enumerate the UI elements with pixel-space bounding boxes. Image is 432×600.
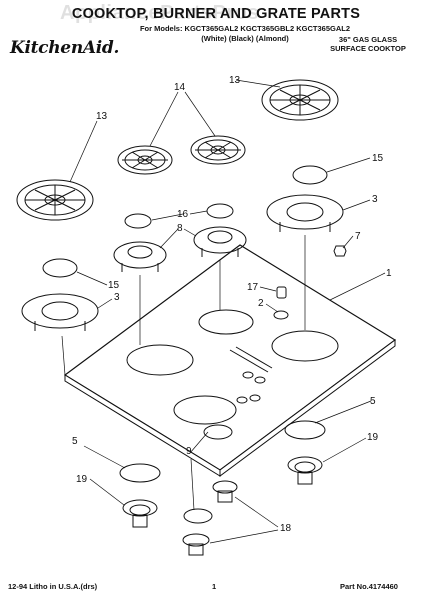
callout-3-left: 3 — [114, 292, 120, 303]
callout-17: 17 — [247, 282, 259, 293]
grommet-2 — [273, 310, 289, 320]
hex-fastener — [333, 245, 347, 257]
cooktop-glass-panel — [63, 244, 397, 477]
colors-line: (White) (Black) (Almond) — [201, 34, 289, 43]
orifice-left — [122, 499, 158, 528]
burner-base-right — [266, 194, 344, 232]
footer-part-number: Part No.4174460 — [340, 582, 398, 591]
ring-center-top — [203, 424, 233, 440]
product-line-1: 36" GAS GLASS — [338, 35, 398, 44]
ring-center-bottom — [183, 508, 213, 524]
grate-left — [16, 179, 94, 221]
grate-small-right — [190, 135, 246, 165]
callout-2: 2 — [258, 298, 264, 309]
orifice-right — [287, 456, 323, 485]
callout-5-left: 5 — [72, 436, 78, 447]
callout-13-right: 13 — [229, 75, 241, 86]
callout-8: 8 — [177, 223, 183, 234]
callout-13-left: 13 — [96, 111, 108, 122]
orifice-center-bottom — [182, 533, 210, 556]
callout-1: 1 — [386, 268, 392, 279]
burner-cap-left — [42, 258, 78, 278]
ring-left — [119, 463, 161, 483]
grate-small-left — [117, 145, 173, 175]
product-line-2: SURFACE COOKTOP — [330, 44, 406, 53]
burner-cap-right — [292, 165, 328, 185]
callout-14: 14 — [174, 82, 186, 93]
callout-7: 7 — [355, 231, 361, 242]
callout-3-right: 3 — [372, 194, 378, 205]
page-title: COOKTOP, BURNER AND GRATE PARTS — [71, 6, 361, 22]
burner-base-small-right — [193, 226, 247, 257]
callout-9: 9 — [186, 446, 192, 457]
ring-right — [284, 420, 326, 440]
footer-litho: 12-94 Litho in U.S.A.(drs) — [8, 582, 98, 591]
footer-page-number: 1 — [212, 582, 217, 591]
brand-logo: KitchenAid. — [10, 38, 120, 58]
burner-cap-small-right — [206, 203, 234, 219]
callout-5-right: 5 — [370, 396, 376, 407]
models-line: For Models: KGCT365GAL2 KGCT365GBL2 KGCT… — [139, 24, 351, 33]
callout-18: 18 — [280, 523, 292, 534]
electrode-17 — [276, 286, 287, 299]
callout-15-left: 15 — [108, 280, 120, 291]
callout-19-right: 19 — [367, 432, 379, 443]
watermark: AppliancePartsPros — [60, 2, 260, 24]
callout-19-left: 19 — [76, 474, 88, 485]
burner-cap-small-left — [124, 213, 152, 229]
callout-16: 16 — [177, 209, 189, 220]
burner-base-left — [21, 293, 99, 331]
orifice-center-top — [212, 480, 238, 503]
product-description: 36" GAS GLASS SURFACE COOKTOP — [318, 35, 418, 53]
burner-base-small-left — [113, 241, 167, 272]
grate-right — [261, 79, 339, 121]
callout-15-right: 15 — [372, 153, 384, 164]
